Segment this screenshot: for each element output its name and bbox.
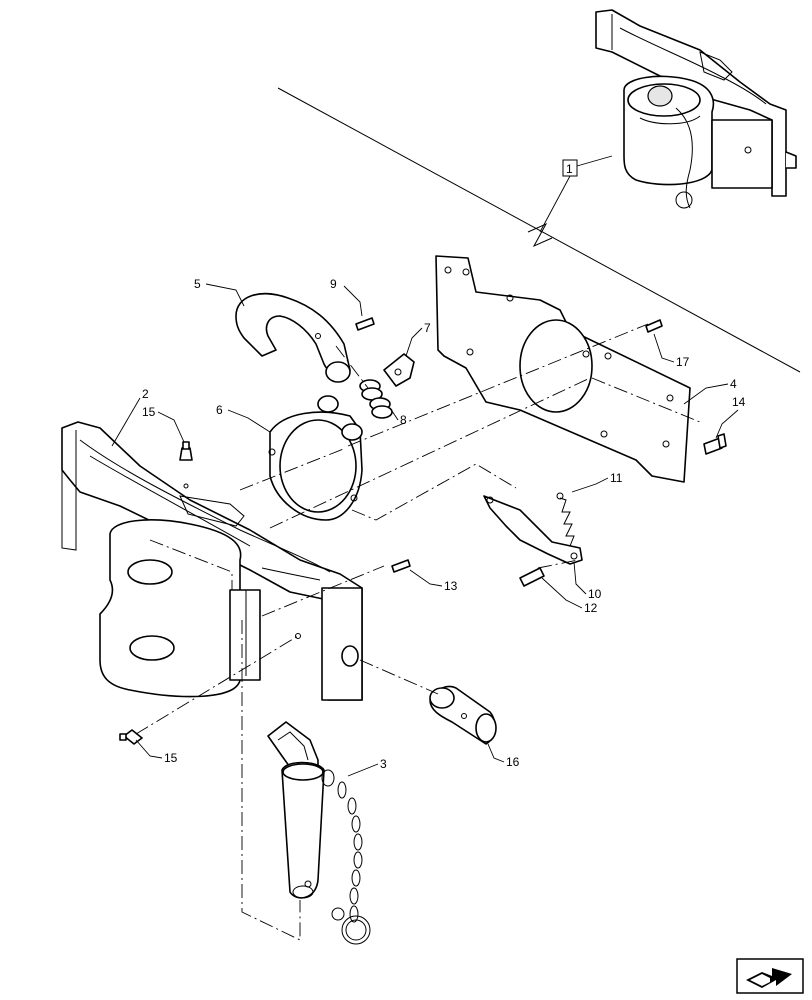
callout-5: 5: [194, 277, 201, 291]
callout-17: 17: [676, 355, 690, 369]
latch-7: [383, 353, 415, 387]
next-page-button[interactable]: [736, 958, 804, 994]
roll-pin-9: [355, 317, 375, 331]
callout-6: 6: [216, 403, 223, 417]
ring-cover: [268, 395, 363, 521]
callout-2: 2: [142, 387, 149, 401]
callout-4: 4: [730, 377, 737, 391]
callout-9: 9: [330, 277, 337, 291]
grease-fitting-lower: [119, 729, 143, 745]
callout-15-lower: 15: [164, 751, 178, 765]
pin-12: [519, 567, 545, 587]
next-page-arrow-icon: [736, 958, 804, 994]
callout-8: 8: [400, 413, 407, 427]
grease-fitting-upper: [179, 441, 193, 461]
callout-12: 12: [584, 601, 598, 615]
callout-11: 11: [610, 471, 623, 485]
hitch-body: [61, 421, 363, 701]
springs-8: [359, 379, 393, 419]
callout-14: 14: [732, 395, 746, 409]
callout-13: 13: [444, 579, 458, 593]
callout-3: 3: [380, 757, 387, 771]
chain: [321, 769, 371, 945]
assembled-hitch-inset: [595, 9, 797, 209]
mounting-plate: [435, 255, 691, 483]
lever-10: [483, 495, 583, 565]
hitch-pin-3: [267, 721, 325, 899]
callout-16: 16: [506, 755, 520, 769]
callout-10: 10: [588, 587, 602, 601]
hook: [235, 292, 351, 383]
sleeve-16: [429, 685, 497, 745]
section-divider-line: [277, 87, 801, 373]
alignment-lines: [135, 323, 701, 941]
spring-11: [556, 492, 575, 547]
callout-15-upper: 15: [142, 405, 156, 419]
callout-7: 7: [424, 321, 431, 335]
bolt-14: [703, 433, 727, 455]
callout-1: 1: [566, 162, 573, 176]
pin-13: [391, 559, 411, 573]
pin-17: [645, 319, 663, 333]
break-mark: [527, 222, 553, 248]
